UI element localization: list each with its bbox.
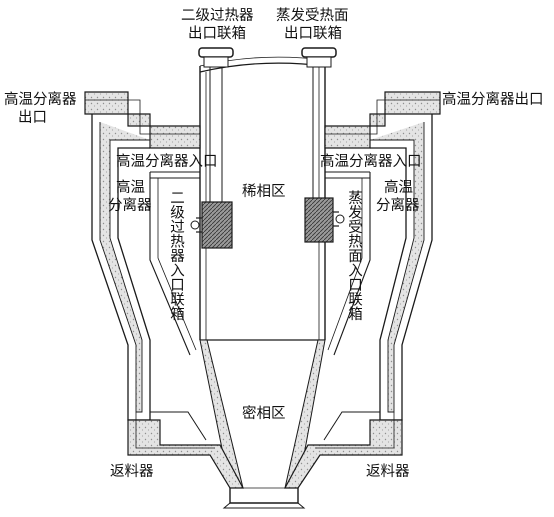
evap-surface-outlet-label-line1: 蒸发受热面 xyxy=(276,7,349,24)
left-cyclone xyxy=(84,91,201,421)
right-separator-label-line1: 高温 xyxy=(384,179,413,196)
right-separator-inlet-label: 高温分离器入口 xyxy=(320,153,422,170)
furnace-bottom xyxy=(222,487,306,509)
right-loop-seal-label: 返料器 xyxy=(366,463,410,480)
dense-zone-label: 密相区 xyxy=(242,405,286,422)
left-separator-label-line2: 分离器 xyxy=(108,197,152,214)
sec-superheater-inlet-label: 二级过热器入口联箱 xyxy=(168,190,184,321)
left-separator-outlet-label-line2: 出口 xyxy=(18,109,47,126)
left-separator-outlet-label-line1: 高温分离器 xyxy=(4,91,77,108)
labels: 二级过热器 出口联箱 蒸发受热面 出口联箱 高温分离器 出口 高温分离器出口 高… xyxy=(4,7,544,480)
evap-surface-outlet-label-line2: 出口联箱 xyxy=(284,25,342,42)
sec-superheater-riser xyxy=(209,67,223,202)
evap-surface-outlet-header xyxy=(301,47,337,68)
sec-superheater-outlet-header xyxy=(198,47,234,68)
right-separator-outlet-label: 高温分离器出口 xyxy=(442,91,544,108)
right-loop-seal xyxy=(283,411,403,489)
left-loop-seal xyxy=(127,411,245,489)
left-separator-label-line1: 高温 xyxy=(116,179,145,196)
sec-superheater-inlet-header xyxy=(190,201,233,249)
evap-surface-inlet-header xyxy=(304,197,345,243)
dilute-zone-label: 稀相区 xyxy=(242,183,286,200)
sec-superheater-outlet-label-line2: 出口联箱 xyxy=(188,25,246,42)
sec-superheater-outlet-label-line1: 二级过热器 xyxy=(181,7,254,24)
evap-surface-inlet-label: 蒸发受热面入口联箱 xyxy=(346,190,362,321)
right-cyclone xyxy=(324,91,441,421)
right-separator-label-line2: 分离器 xyxy=(376,197,420,214)
left-loop-seal-label: 返料器 xyxy=(110,463,154,480)
left-separator-inlet-label: 高温分离器入口 xyxy=(116,153,218,170)
